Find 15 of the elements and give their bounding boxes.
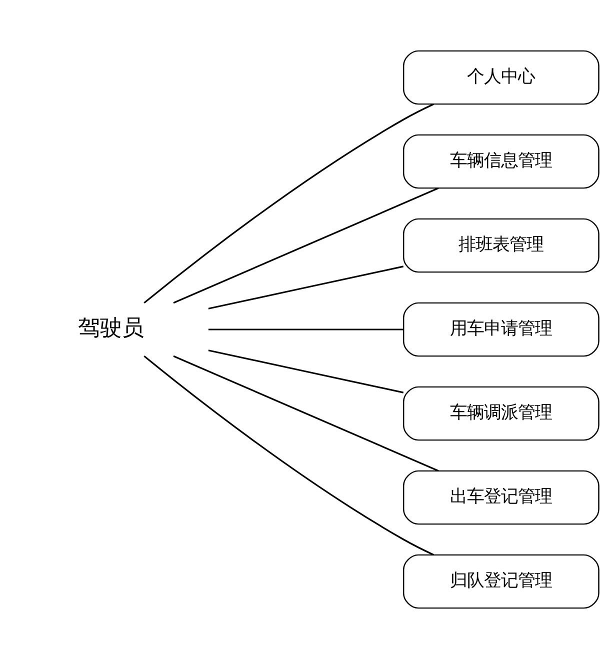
node-box: 车辆调派管理 <box>402 386 600 440</box>
node-text: 驾驶员 <box>78 314 144 340</box>
connector <box>144 355 434 556</box>
node-box: 归队登记管理 <box>402 554 600 608</box>
node-box: 排班表管理 <box>402 218 600 272</box>
connector <box>208 328 404 330</box>
node-box: 出车登记管理 <box>402 470 600 524</box>
node-box: 用车申请管理 <box>402 302 600 356</box>
connector <box>144 102 434 303</box>
connector <box>208 265 404 309</box>
node-box: 个人中心 <box>402 50 600 104</box>
node-box: 车辆信息管理 <box>402 134 600 188</box>
connector <box>173 354 439 472</box>
connector <box>173 186 439 304</box>
connector <box>208 349 404 393</box>
